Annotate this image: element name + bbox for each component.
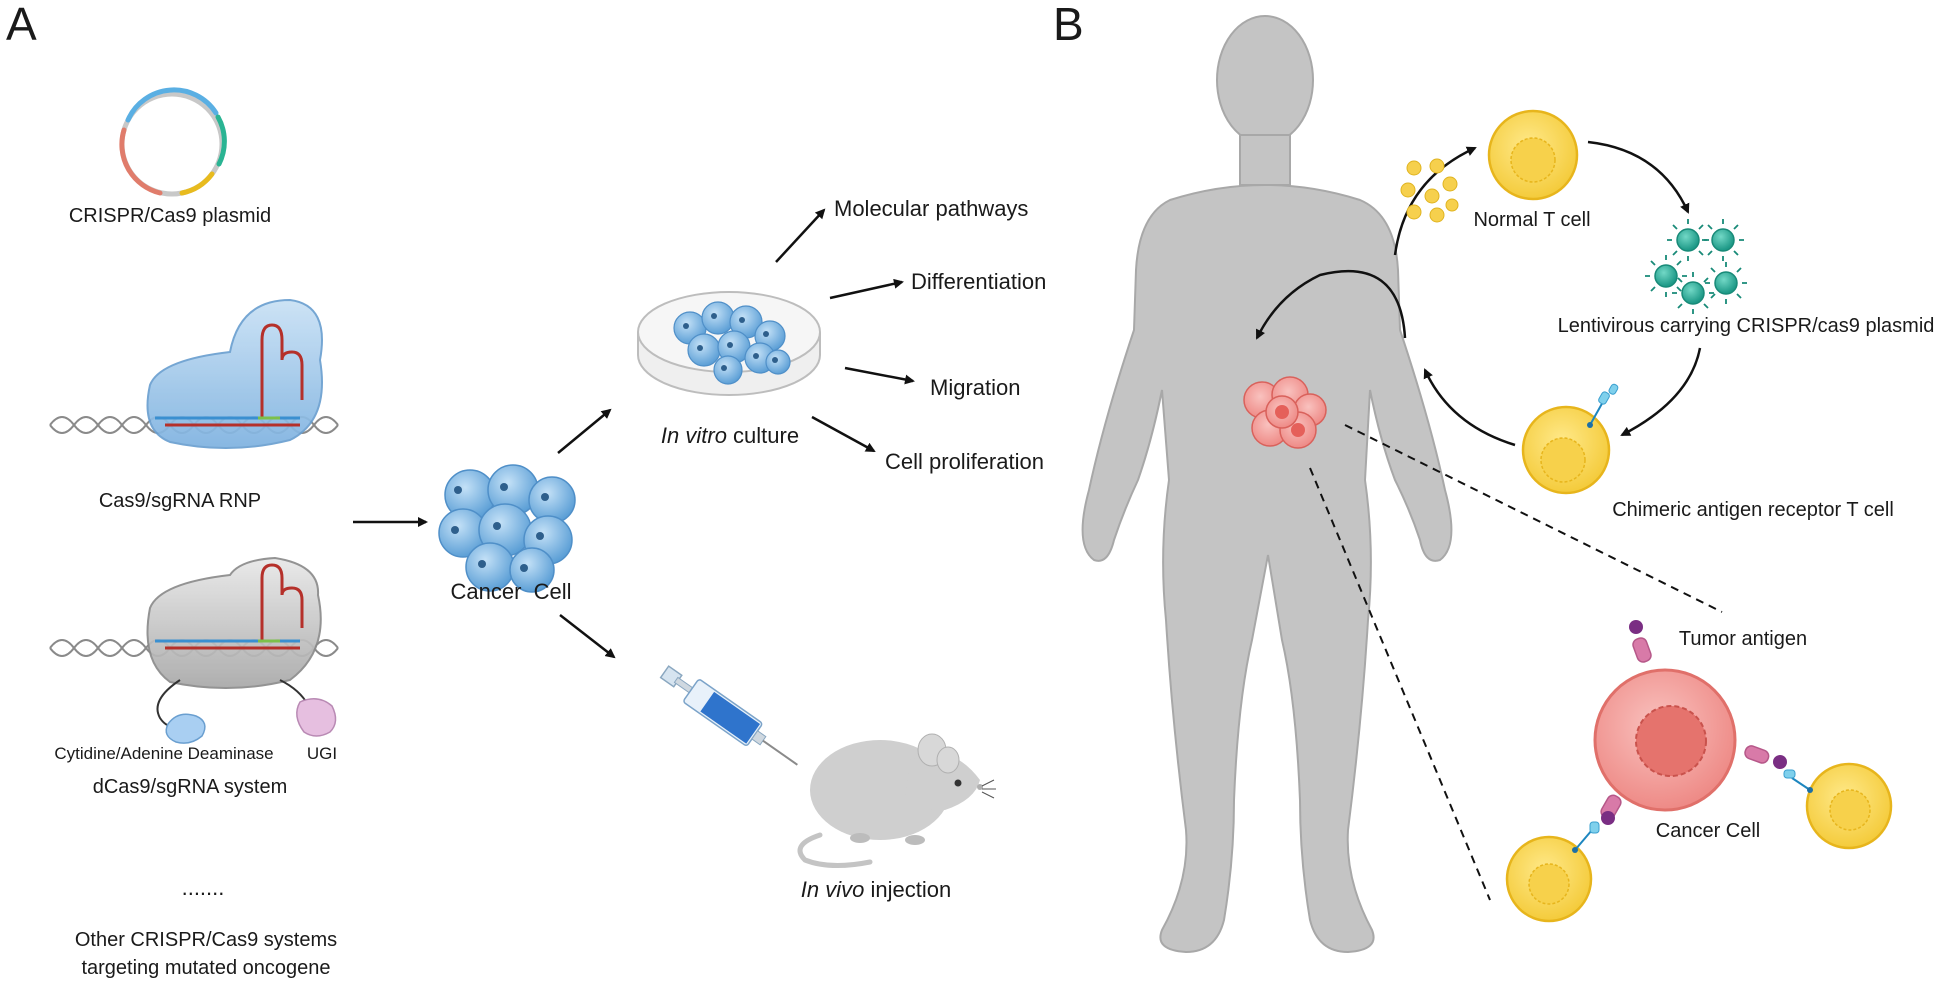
outcome-molecular-pathways: Molecular pathways [834, 196, 1028, 221]
arrow-to-in-vivo [559, 614, 616, 659]
other-systems-line2: targeting mutated oncogene [81, 957, 330, 979]
plasmid-icon [119, 87, 227, 197]
rnp-label: Cas9/sgRNA RNP [99, 490, 261, 512]
arrow-body-to-normal-t [1393, 146, 1477, 256]
dcas9-system-icon [49, 556, 339, 727]
car-t-cell-icon [1521, 383, 1619, 495]
lentivirus-icon [1645, 219, 1747, 314]
deaminase-icon [165, 713, 206, 744]
normal-t-cell-label: Normal T cell [1473, 209, 1590, 231]
lentivirus-label: Lentivirous carrying CRISPR/cas9 plasmid [1558, 315, 1935, 337]
tumor-antigen-label: Tumor antigen [1679, 628, 1807, 650]
other-systems-line1: Other CRISPR/Cas9 systems [75, 929, 337, 951]
mouse-icon [797, 733, 996, 869]
arrow-migration [844, 366, 915, 385]
car-t-cell-label: Chimeric antigen receptor T cell [1612, 499, 1894, 521]
ellipsis: ....... [182, 875, 225, 900]
arrow-infuse-to-tumor [1255, 270, 1407, 340]
cytokine-dots-icon [1400, 158, 1459, 223]
deaminase-label: Cytidine/Adenine Deaminase [54, 744, 273, 763]
arrow-differentiation [829, 278, 904, 300]
outcome-migration: Migration [930, 375, 1020, 400]
syringe-icon [659, 665, 798, 766]
arrow-car-t-to-body [1423, 368, 1516, 447]
outcome-cell-proliferation: Cell proliferation [885, 449, 1044, 474]
t-cell-right-icon [1783, 762, 1893, 850]
callout-line-top [1344, 424, 1723, 613]
petri-dish-icon [637, 291, 821, 396]
big-cancer-cell-icon [1593, 668, 1737, 812]
arrow-molecular-pathways [775, 208, 826, 263]
plasmid-label: CRISPR/Cas9 plasmid [69, 205, 271, 227]
in-vivo-label: In vivo injection [801, 877, 951, 902]
normal-t-cell-icon [1487, 109, 1579, 201]
arrow-virus-to-car-t [1620, 347, 1702, 437]
ugi-icon [296, 698, 337, 737]
ugi-label: UGI [307, 744, 337, 763]
tumor-cluster-icon [1243, 376, 1327, 449]
arrow-to-in-vitro [557, 408, 612, 454]
panel-b-letter: B [1053, 0, 1084, 50]
t-cell-left-icon [1505, 821, 1600, 923]
cancer-cell-b-label: Cancer Cell [1656, 820, 1760, 842]
cancer-cell-label: Cancer Cell [450, 579, 571, 604]
tumor-antigen-icon [1600, 620, 1787, 825]
human-body-icon [1081, 15, 1453, 954]
outcome-differentiation: Differentiation [911, 269, 1046, 294]
in-vitro-label: In vitro culture [661, 423, 799, 448]
callout-line-bottom [1309, 467, 1491, 901]
cas9-rnp-icon [49, 298, 339, 449]
arrow-normal-t-to-virus [1587, 140, 1690, 214]
panel-a-letter: A [6, 0, 37, 50]
cancer-cell-cluster-icon [438, 464, 576, 593]
arrow-cell-proliferation [811, 415, 876, 453]
dcas9-label: dCas9/sgRNA system [93, 776, 288, 798]
